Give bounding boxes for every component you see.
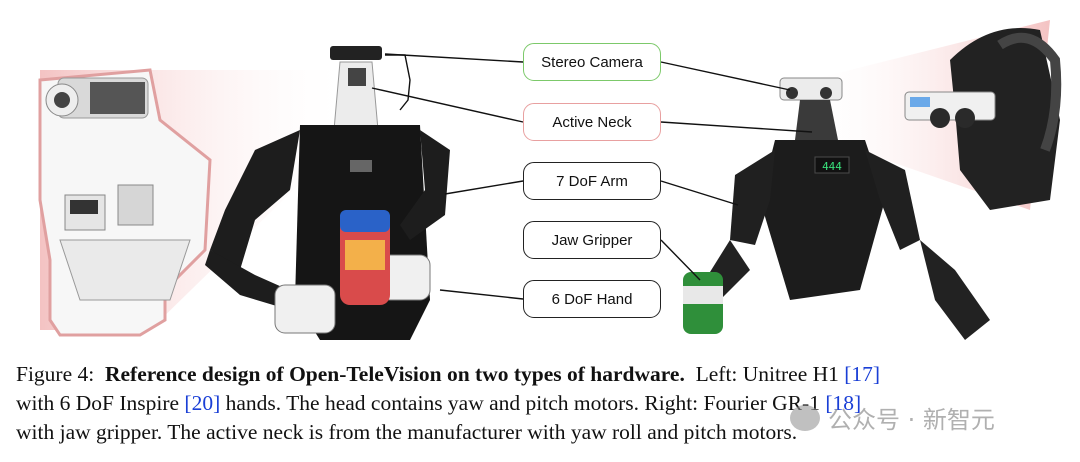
- arm-label: 7 DoF Arm: [523, 162, 661, 200]
- watermark-text: 公众号 · 新智元: [828, 406, 995, 434]
- right-inset-head-render: [904, 28, 1062, 210]
- caption-title: Reference design of Open-TeleVision on t…: [104, 362, 685, 386]
- leader-lines: [371, 53, 813, 300]
- caption-text-2: with 6 DoF Inspire: [16, 391, 180, 415]
- right-robot-fourier-gr1: 444: [683, 77, 990, 340]
- figure-illustration: 444: [38, 20, 1062, 340]
- citation-link-20[interactable]: [20]: [184, 391, 221, 415]
- figure-caption: Figure 4: Reference design of Open-TeleV…: [16, 360, 1066, 447]
- caption-text-3: hands. The head contains yaw and pitch m…: [225, 391, 820, 415]
- figure-number: Figure 4:: [16, 362, 95, 386]
- left-inset-neck-render: [38, 68, 212, 337]
- caption-text-4: with jaw gripper. The active neck is fro…: [16, 420, 798, 444]
- citation-link-18[interactable]: [18]: [825, 391, 862, 415]
- jaw-gripper-label: Jaw Gripper: [523, 221, 661, 259]
- left-robot-unitree-h1: [205, 46, 450, 340]
- caption-text-1: Left: Unitree H1: [695, 362, 839, 386]
- citation-link-17[interactable]: [17]: [844, 362, 881, 386]
- figure: 444 Stereo: [38, 20, 1062, 340]
- active-neck-label: Active Neck: [523, 103, 661, 141]
- stereo-camera-label: Stereo Camera: [523, 43, 661, 81]
- watermark: 公众号 · 新智元: [790, 400, 995, 435]
- wechat-icon: [790, 404, 820, 431]
- hand-label: 6 DoF Hand: [523, 280, 661, 318]
- robot-display-text: 444: [822, 160, 842, 173]
